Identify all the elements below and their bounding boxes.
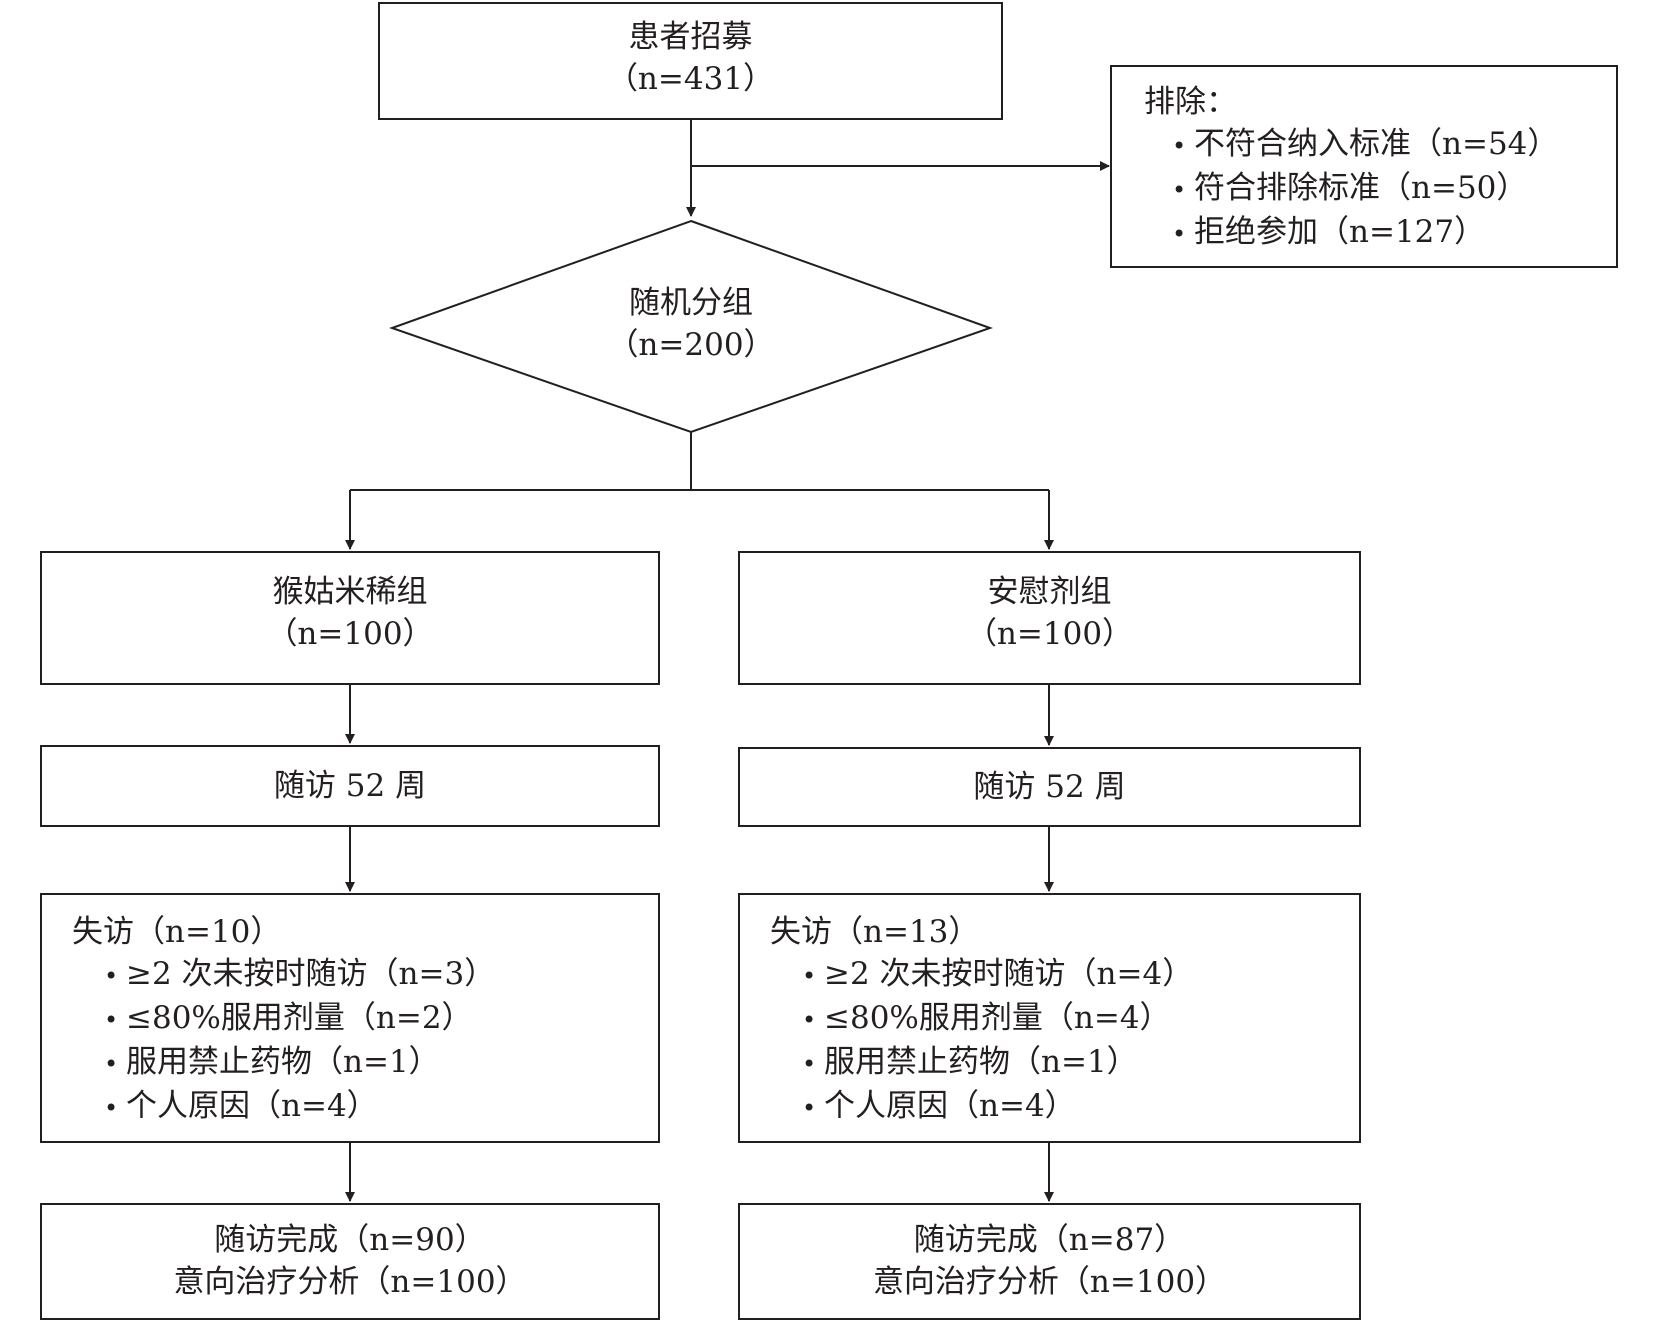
loss-title: 失访（n=13） <box>770 914 980 950</box>
exclusion-title: 排除： <box>1144 84 1237 120</box>
itt-label: 意向治疗分析（n=100） <box>173 1264 527 1300</box>
enroll-count: （n=431） <box>606 61 775 97</box>
randomize-count: （n=200） <box>607 327 775 363</box>
loss-box-treatment: 失访（n=10） ≥2 次未按时随访（n=3） ≤80%服用剂量（n=2） 服用… <box>40 893 660 1143</box>
loss-item: 服用禁止药物（n=1） <box>770 1041 1359 1085</box>
followup-label: 随访 52 周 <box>973 769 1126 805</box>
complete-label: 随访完成（n=87） <box>913 1222 1186 1258</box>
enroll-box: 患者招募 （n=431） <box>378 2 1003 120</box>
group-box-placebo: 安慰剂组 （n=100） <box>738 551 1361 685</box>
group-name: 安慰剂组 <box>987 574 1112 610</box>
followup-label: 随访 52 周 <box>273 768 427 804</box>
loss-item: ≤80%服用剂量（n=4） <box>770 997 1359 1041</box>
group-box-treatment: 猴姑米稀组 （n=100） <box>40 551 660 685</box>
randomize-title: 随机分组 <box>629 285 753 321</box>
loss-box-placebo: 失访（n=13） ≥2 次未按时随访（n=4） ≤80%服用剂量（n=4） 服用… <box>738 893 1361 1143</box>
complete-label: 随访完成（n=90） <box>214 1222 486 1258</box>
exclusion-item: 符合排除标准（n=50） <box>1144 167 1616 211</box>
group-count: （n=100） <box>965 616 1134 652</box>
randomize-label: 随机分组 （n=200） <box>491 282 891 366</box>
loss-item: 服用禁止药物（n=1） <box>72 1041 658 1085</box>
exclusion-item: 拒绝参加（n=127） <box>1144 211 1616 255</box>
enroll-title: 患者招募 <box>628 19 753 55</box>
followup-box-treatment: 随访 52 周 <box>40 745 660 827</box>
exclusion-box: 排除： 不符合纳入标准（n=54） 符合排除标准（n=50） 拒绝参加（n=12… <box>1110 65 1618 268</box>
loss-title: 失访（n=10） <box>72 914 282 950</box>
complete-box-treatment: 随访完成（n=90） 意向治疗分析（n=100） <box>40 1203 660 1320</box>
loss-item: 个人原因（n=4） <box>770 1085 1359 1129</box>
loss-item: ≥2 次未按时随访（n=4） <box>770 953 1359 997</box>
loss-item: 个人原因（n=4） <box>72 1085 658 1129</box>
complete-box-placebo: 随访完成（n=87） 意向治疗分析（n=100） <box>738 1203 1361 1320</box>
loss-item: ≤80%服用剂量（n=2） <box>72 997 658 1041</box>
group-count: （n=100） <box>266 616 434 652</box>
itt-label: 意向治疗分析（n=100） <box>872 1264 1227 1300</box>
loss-item: ≥2 次未按时随访（n=3） <box>72 953 658 997</box>
followup-box-placebo: 随访 52 周 <box>738 747 1361 827</box>
group-name: 猴姑米稀组 <box>272 574 428 610</box>
exclusion-item: 不符合纳入标准（n=54） <box>1144 123 1616 167</box>
